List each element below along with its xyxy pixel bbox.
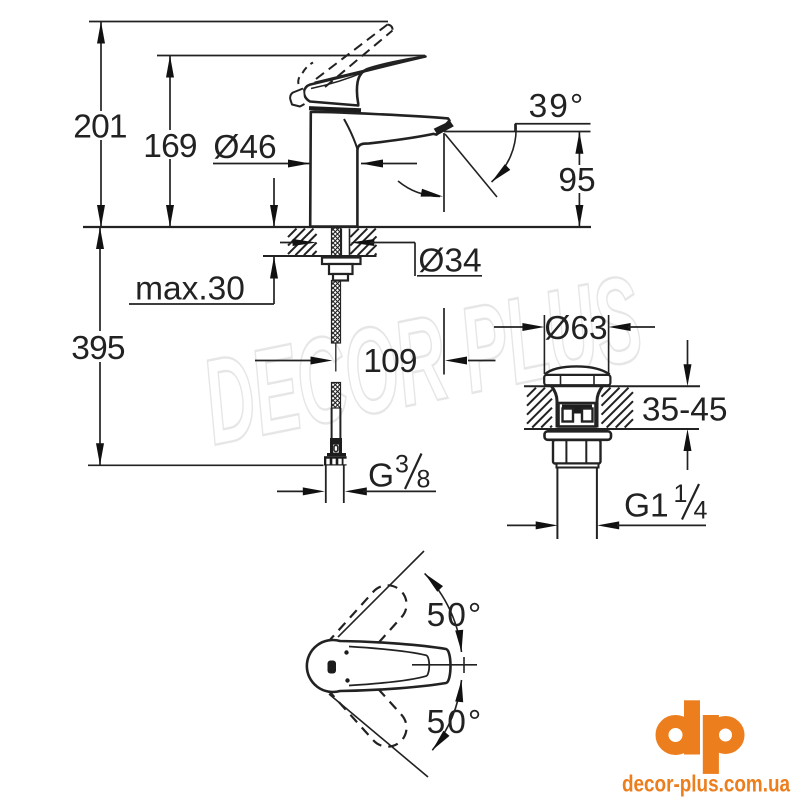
svg-text:50°: 50° [427, 704, 484, 741]
svg-text:95: 95 [558, 162, 595, 199]
svg-text:G1: G1 [624, 488, 669, 525]
svg-text:3: 3 [395, 451, 409, 479]
svg-text:39°: 39° [529, 88, 586, 125]
svg-text:109: 109 [363, 343, 417, 380]
svg-text:1: 1 [674, 480, 688, 508]
svg-text:Ø34: Ø34 [418, 243, 481, 280]
svg-text:max.30: max.30 [135, 271, 245, 308]
svg-text:Ø63: Ø63 [544, 310, 607, 347]
svg-text:201: 201 [73, 109, 127, 146]
svg-text:G: G [368, 458, 394, 495]
svg-text:4: 4 [694, 497, 708, 525]
svg-text:35-45: 35-45 [642, 392, 728, 429]
svg-text:50°: 50° [427, 597, 484, 634]
svg-text:395: 395 [71, 330, 125, 367]
svg-text:Ø46: Ø46 [213, 129, 276, 166]
svg-text:8: 8 [417, 466, 431, 494]
svg-text:169: 169 [143, 128, 197, 165]
svg-text:decor-plus.com.ua: decor-plus.com.ua [622, 771, 790, 797]
